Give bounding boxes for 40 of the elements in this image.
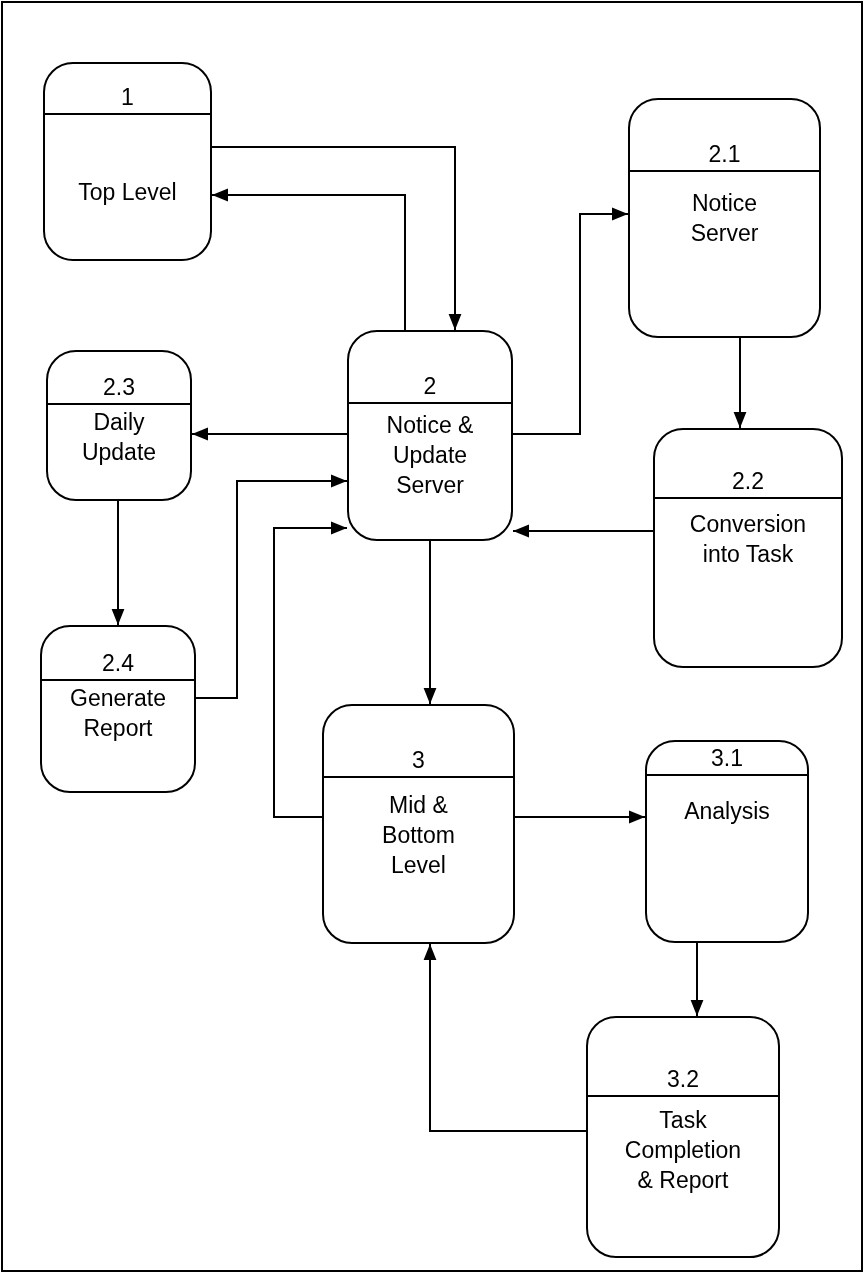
arrow xyxy=(111,500,125,626)
process-label: Notice & Update Server xyxy=(385,411,475,500)
process-box xyxy=(43,62,212,261)
arrow xyxy=(211,146,462,331)
process-number: 2 xyxy=(423,373,437,399)
arrow xyxy=(273,521,348,818)
process-label: Mid & Bottom Level xyxy=(381,791,456,880)
process-label: Top Level xyxy=(77,178,178,207)
arrow xyxy=(512,207,629,435)
process-number: 3.2 xyxy=(667,1066,699,1092)
arrow xyxy=(514,810,646,824)
arrow xyxy=(195,474,348,699)
process-number: 2.4 xyxy=(102,650,134,676)
process-box xyxy=(653,428,843,668)
arrow xyxy=(423,943,587,1132)
process-box xyxy=(40,625,196,793)
process-label: Analysis xyxy=(683,797,771,826)
arrow xyxy=(690,942,704,1017)
arrow xyxy=(512,524,654,538)
process-label: Task Completion & Report xyxy=(623,1106,743,1195)
process-box xyxy=(645,740,809,943)
arrow xyxy=(191,427,348,441)
process-box xyxy=(347,330,513,541)
process-label: Generate Report xyxy=(69,684,167,743)
process-number: 1 xyxy=(121,84,134,110)
arrow xyxy=(423,540,437,705)
process-number: 3 xyxy=(412,747,425,773)
process-number: 2.3 xyxy=(103,374,135,400)
process-box xyxy=(628,98,821,338)
process-number: 3.1 xyxy=(711,745,743,771)
process-box xyxy=(586,1016,780,1258)
process-label: Daily Update xyxy=(80,408,158,467)
process-box xyxy=(46,350,192,501)
process-box xyxy=(322,704,515,944)
arrow xyxy=(733,337,747,429)
process-number: 2.1 xyxy=(708,141,741,167)
process-number: 2.2 xyxy=(732,468,764,494)
process-label: Conversion into Task xyxy=(688,510,808,569)
process-label: Notice Server xyxy=(689,189,760,248)
arrow xyxy=(211,188,406,331)
